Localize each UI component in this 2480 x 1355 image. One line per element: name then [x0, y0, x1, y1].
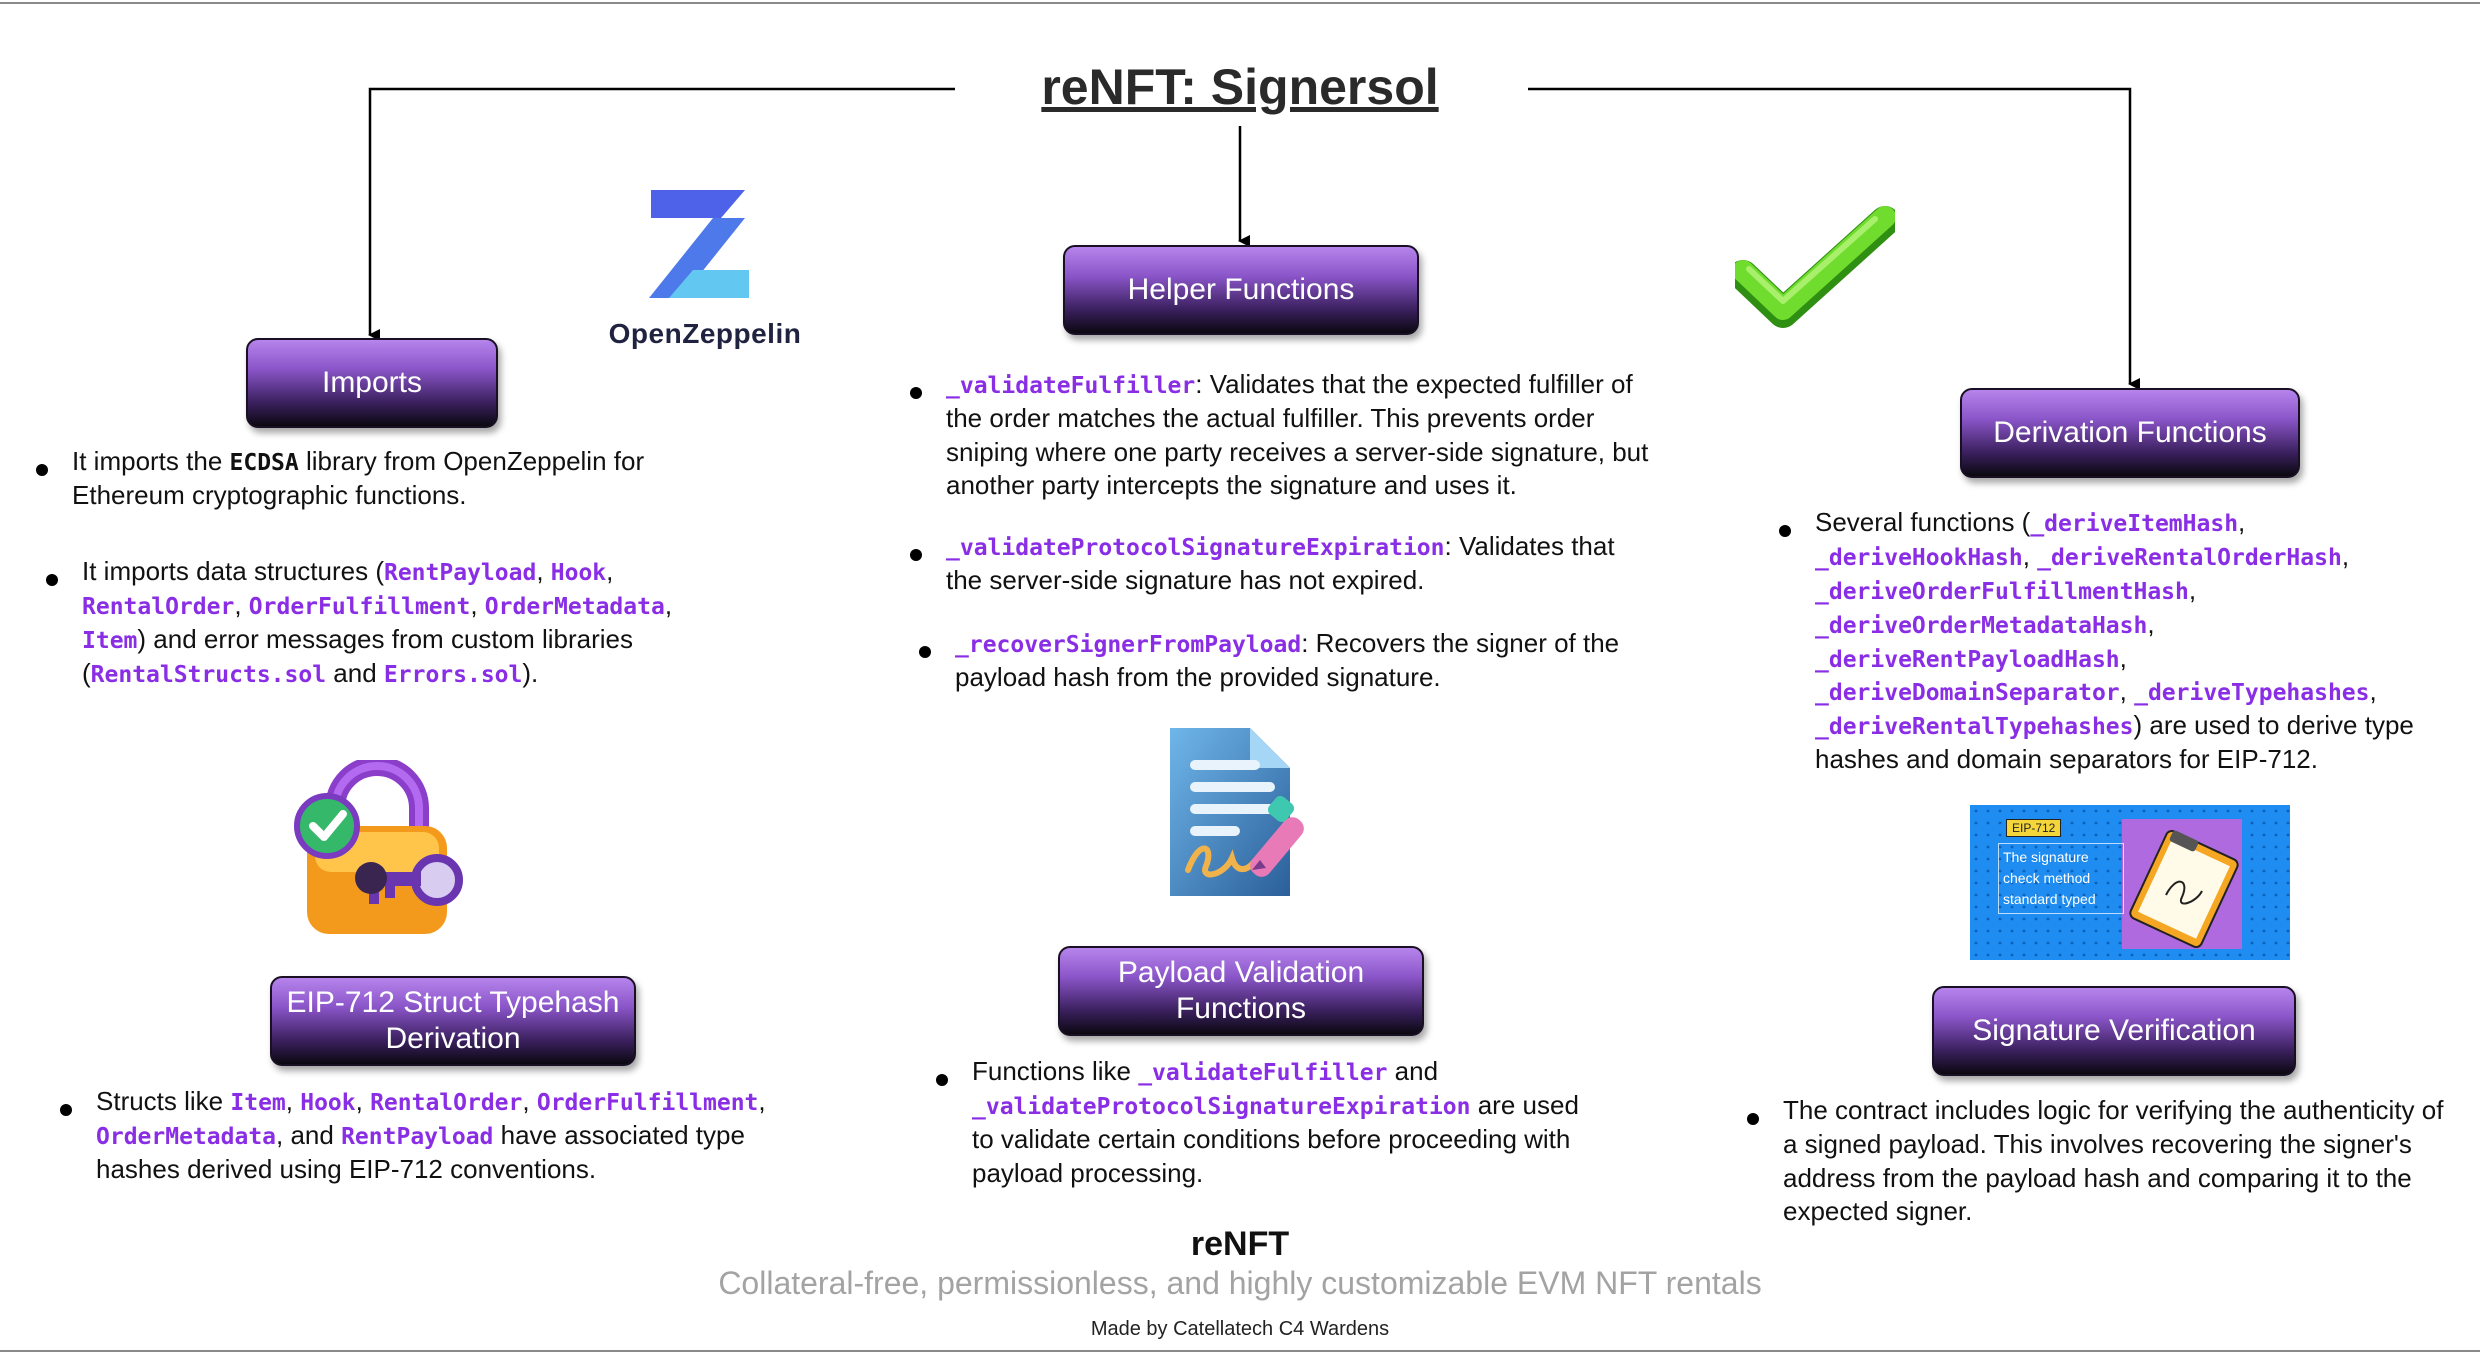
footer-title: reNFT	[1190, 1225, 1290, 1263]
clipboard-signature-icon	[2129, 829, 2239, 949]
signature-bullet: The contract includes logic for verifyin…	[1747, 1094, 2448, 1229]
helper-bullet-validate-fulfiller: _validateFulfiller: Validates that the e…	[910, 368, 1676, 503]
signature-verification-label: Signature Verification	[1972, 1014, 2256, 1047]
derivation-functions-node: Derivation Functions	[1960, 388, 2300, 478]
eip712-card: EIP-712 The signature check method stand…	[1970, 805, 2290, 960]
eip712-tag: EIP-712	[2006, 819, 2062, 837]
openzeppelin-label: OpenZeppelin	[608, 318, 802, 349]
helper-bullet-recover-signer: _recoverSignerFromPayload: Recovers the …	[919, 627, 1675, 695]
helper-functions-label: Helper Functions	[1127, 273, 1355, 306]
top-border	[0, 2, 2480, 4]
signed-document-icon	[1140, 720, 1340, 910]
openzeppelin-logo-icon	[645, 188, 749, 305]
arrow-to-imports	[368, 87, 955, 341]
payload-validation-label: Payload Validation Functions	[1117, 956, 1365, 1025]
eip712-derivation-label: EIP-712 Struct Typehash Derivation	[286, 986, 620, 1055]
arrow-to-derivation	[1528, 87, 2140, 390]
imports-bullet-structs: It imports data structures (RentPayload,…	[46, 555, 682, 691]
eip712-derivation-node: EIP-712 Struct Typehash Derivation	[270, 976, 636, 1066]
eip712-bullet: Structs like Item, Hook, RentalOrder, Or…	[60, 1085, 826, 1187]
checkmark-icon	[1728, 205, 1900, 340]
derivation-bullet: Several functions (_deriveItemHash,_deri…	[1779, 506, 2435, 777]
footer-credit: Made by Catellatech C4 Wardens	[1090, 1318, 1390, 1340]
helper-bullet-signature-expiration: _validateProtocolSignatureExpiration: Va…	[910, 530, 1646, 598]
imports-node: Imports	[246, 338, 498, 428]
signature-verification-node: Signature Verification	[1932, 986, 2296, 1076]
payload-validation-node: Payload Validation Functions	[1058, 946, 1424, 1036]
payload-bullet: Functions like _validateFulfiller and _v…	[936, 1055, 1592, 1190]
bottom-border	[0, 1350, 2480, 1352]
footer-subtitle: Collateral-free, permissionless, and hig…	[718, 1265, 1762, 1301]
derivation-functions-label: Derivation Functions	[1993, 416, 2267, 449]
page-title: reNFT: Signersol	[1041, 59, 1439, 115]
imports-label: Imports	[321, 366, 423, 399]
eip712-card-text: The signature check method standard type…	[1998, 843, 2124, 914]
imports-bullet-ecdsa: It imports the ECDSA library from OpenZe…	[36, 445, 672, 513]
padlock-key-icon	[275, 756, 475, 945]
helper-functions-node: Helper Functions	[1063, 245, 1419, 335]
